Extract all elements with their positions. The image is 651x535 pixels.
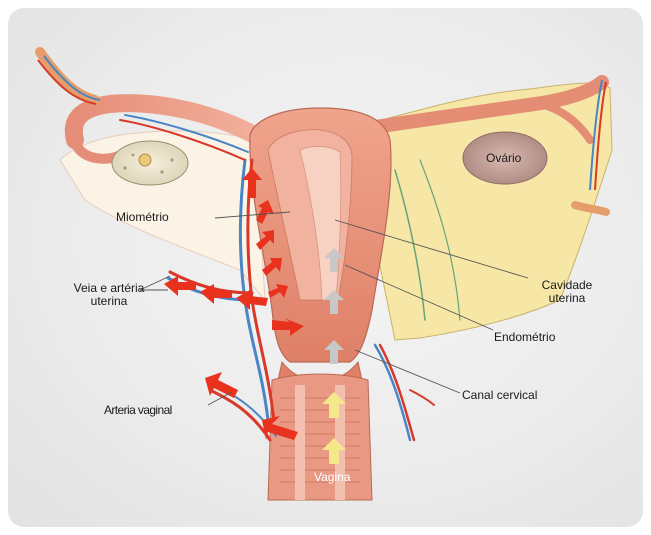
label-veia-line2: uterina bbox=[64, 295, 154, 308]
label-arteria-vaginal: Arteria vaginal bbox=[104, 404, 172, 417]
label-ovario: Ovário bbox=[486, 152, 521, 165]
label-veia-arteria-uterina: Veia e artéria uterina bbox=[64, 282, 154, 308]
label-vagina: Vagina bbox=[314, 471, 350, 484]
label-miometrio: Miométrio bbox=[116, 211, 169, 224]
label-cavidade-uterina: Cavidade uterina bbox=[536, 279, 598, 305]
label-canal-cervical: Canal cervical bbox=[462, 389, 537, 402]
label-cavidade-line2: uterina bbox=[536, 292, 598, 305]
leader-canal bbox=[355, 350, 460, 393]
label-endometrio: Endométrio bbox=[494, 331, 555, 344]
